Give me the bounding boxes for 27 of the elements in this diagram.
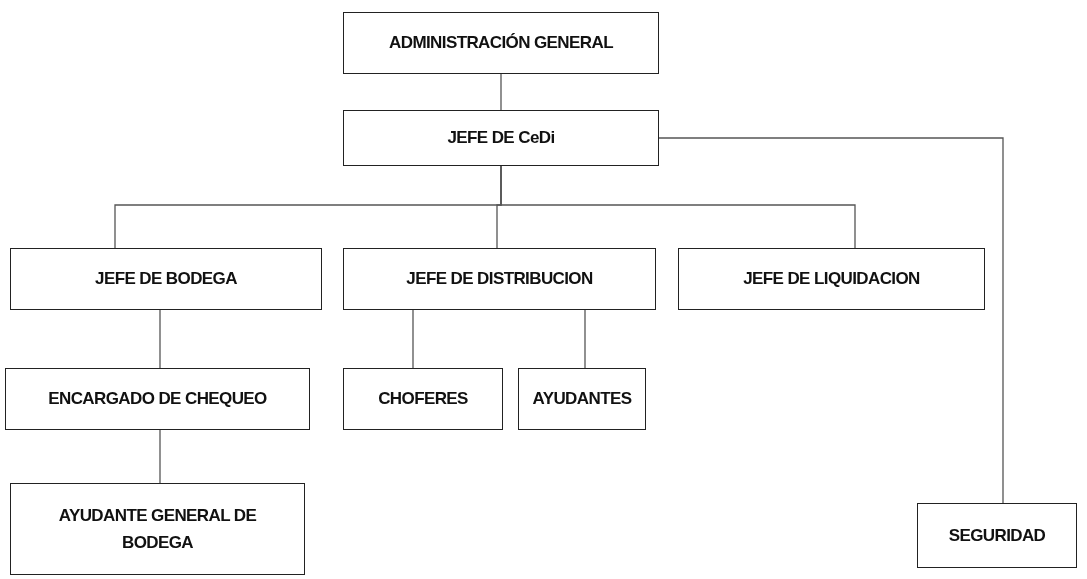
org-box <box>343 110 659 166</box>
box-label: SEGURIDAD <box>947 524 1047 547</box>
box-label: JEFE DE CeDi <box>446 127 556 150</box>
connector-line <box>159 429 161 484</box>
connector-line <box>159 309 161 369</box>
org-box <box>10 248 322 310</box>
box-label: JEFE DE DISTRIBUCION <box>405 268 594 291</box>
connector-line <box>500 73 502 111</box>
box-label: JEFE DE LIQUIDACION <box>742 268 921 291</box>
org-box <box>518 368 646 430</box>
org-box <box>343 248 656 310</box>
org-box <box>917 503 1077 568</box>
org-box <box>678 248 985 310</box>
connector-line <box>412 309 414 369</box>
box-label: AYUDANTE GENERAL DE BODEGA <box>57 504 258 554</box>
org-box <box>343 368 503 430</box>
org-box <box>5 368 310 430</box>
box-label: JEFE DE BODEGA <box>94 268 238 291</box>
box-label: ENCARGADO DE CHEQUEO <box>47 388 268 411</box>
org-box <box>10 483 305 575</box>
connector-line <box>658 137 1004 504</box>
connector-line <box>500 165 856 249</box>
org-box <box>343 12 659 74</box>
box-label: CHOFERES <box>377 388 469 411</box>
connector-line <box>584 309 586 369</box>
box-label: ADMINISTRACIÓN GENERAL <box>388 32 614 55</box>
box-label: AYUDANTES <box>531 388 633 411</box>
